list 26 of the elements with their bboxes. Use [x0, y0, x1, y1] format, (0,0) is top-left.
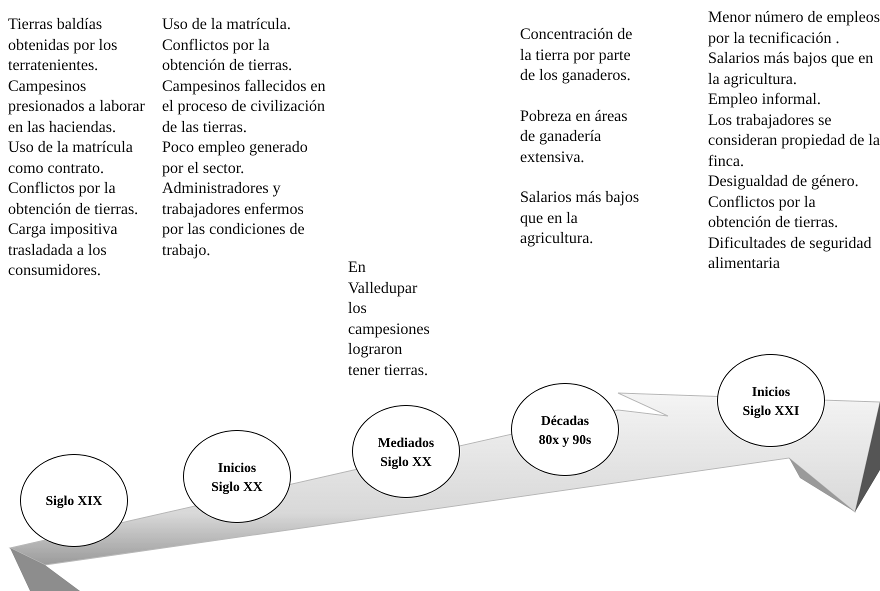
period-label: Décadas 80x y 90s	[538, 412, 592, 448]
event-text: Poco empleo generado por el sector.	[162, 138, 309, 178]
event-text: Conflictos por la obtención de tierras.	[708, 192, 840, 233]
event-text: Uso de la matrícula como contrato.	[8, 138, 134, 178]
event-text: Concentración de la tierra por parte de los ganaderos.	[520, 25, 634, 86]
event-text: Desigualdad de género.	[708, 172, 860, 192]
event-text: Administradores y trabajadores enfermos por las condiciones de trabajo.	[162, 179, 306, 260]
event-text: Los trabajadores se consideran propiedad de la finca.	[708, 110, 880, 172]
event-text: Dificultades de seguridad alimentaria	[708, 234, 872, 274]
period-label: Inicios Siglo XXI	[742, 382, 800, 420]
period-label: Inicios Siglo XX	[210, 458, 264, 496]
event-text: Conflictos por la obtención de tierras.	[162, 36, 294, 76]
event-text: Menor número de empleos por la tecnificación .	[708, 8, 880, 48]
period-label: Mediados Siglo XX	[376, 434, 436, 470]
event-text: En Valledupar los campesiones lograron tener tierras.	[348, 258, 428, 380]
event-text: Conflictos por la obtención de tierras.	[8, 179, 140, 220]
event-text: Campesinos fallecidos en el proceso de civilización de las tierras.	[162, 76, 327, 138]
event-text: Salarios más bajos que en la agricultura.	[520, 188, 640, 249]
event-text: Salarios más bajos que en la agricultura.	[708, 49, 874, 90]
period-label: Siglo XIX	[44, 492, 104, 510]
event-text: Campesinos presionados a laborar en las haciendas.	[8, 76, 146, 138]
event-text: Empleo informal.	[708, 90, 822, 110]
event-text: Tierras baldías obtenidas por los terratenientes.	[8, 15, 118, 76]
event-text: Pobreza en áreas de ganadería extensiva.	[520, 106, 628, 168]
event-text: Uso de la matrícula.	[162, 15, 292, 35]
event-text: Carga impositiva trasladada a los consumidores.	[8, 220, 118, 281]
